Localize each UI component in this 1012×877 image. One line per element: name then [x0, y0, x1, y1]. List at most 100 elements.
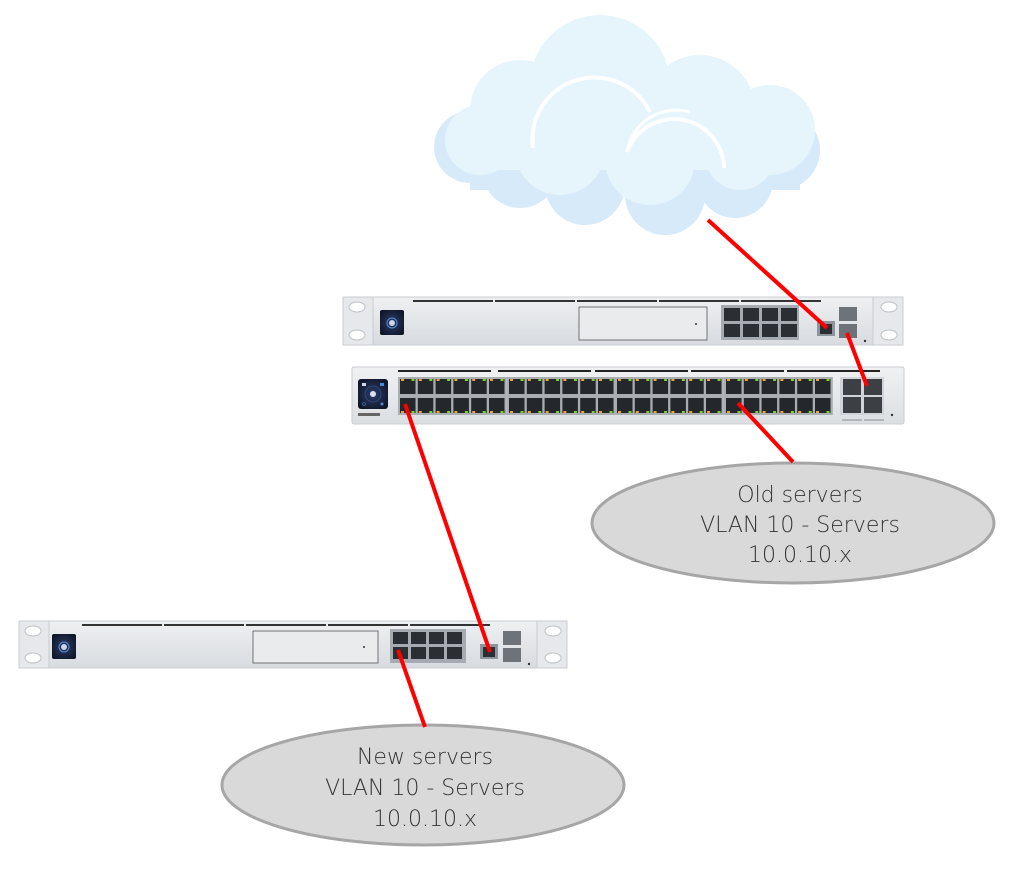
link-udm-top-to-switch[interactable] — [845, 332, 869, 387]
rj45-port[interactable] — [598, 379, 614, 394]
rj45-port[interactable] — [670, 398, 686, 413]
sfp-port-1[interactable] — [503, 631, 521, 645]
port-led-icon — [707, 411, 710, 413]
rj45-port[interactable] — [562, 379, 578, 394]
link-switch-to-old-servers[interactable] — [736, 401, 795, 464]
port-led-icon — [510, 411, 513, 413]
sfp-port-1[interactable] — [839, 307, 857, 321]
port-led-icon — [609, 411, 613, 413]
port-led-icon — [826, 411, 830, 413]
sfp-port[interactable] — [843, 379, 861, 395]
port-led-icon — [762, 411, 766, 413]
rj45-port[interactable] — [652, 379, 669, 394]
port-led-icon — [418, 379, 422, 381]
port-led-icon — [727, 379, 730, 381]
rj45-port[interactable] — [526, 379, 543, 394]
udm-pro-bottom[interactable] — [18, 620, 568, 669]
port-led-icon — [681, 379, 685, 381]
rj45-port[interactable] — [743, 398, 760, 413]
rj45-port[interactable] — [670, 379, 686, 394]
port-led-icon — [646, 411, 650, 413]
rj45-port[interactable] — [598, 398, 614, 413]
rj45-port[interactable] — [815, 379, 831, 394]
link-internet-to-udm-top[interactable] — [706, 218, 829, 330]
rj45-port[interactable] — [743, 379, 760, 394]
sfp-port-2[interactable] — [503, 648, 521, 662]
rj45-port[interactable] — [471, 379, 487, 394]
rj45-port[interactable] — [509, 379, 525, 394]
rj45-port[interactable] — [544, 379, 561, 394]
port-led-icon — [429, 411, 433, 413]
port-led-icon — [727, 411, 730, 413]
rj45-port[interactable] — [544, 398, 561, 413]
link-udm-bottom-to-new-servers[interactable] — [396, 649, 427, 728]
rj45-port[interactable] — [617, 398, 633, 413]
rj45-port[interactable] — [726, 398, 742, 413]
rj45-port[interactable] — [797, 398, 813, 413]
rj45-port[interactable] — [435, 379, 452, 394]
port-led-icon — [755, 379, 759, 381]
port-led-icon — [454, 379, 458, 381]
rj45-port[interactable] — [489, 398, 505, 413]
rj45-port[interactable] — [797, 379, 813, 394]
port-led-icon — [689, 411, 693, 413]
rj45-port[interactable] — [489, 379, 505, 394]
rj45-port[interactable] — [580, 398, 596, 413]
port-led-icon — [538, 379, 542, 381]
rj45-port[interactable] — [761, 398, 778, 413]
port-led-icon — [411, 379, 415, 381]
rj45-port[interactable] — [453, 398, 469, 413]
rj45-port[interactable] — [688, 379, 704, 394]
rj45-port[interactable] — [761, 379, 778, 394]
sfp-port[interactable] — [864, 379, 882, 395]
rj45-port[interactable] — [706, 398, 722, 413]
rj45-port[interactable] — [453, 379, 469, 394]
port-led-icon — [816, 411, 819, 413]
rj45-port[interactable] — [634, 379, 651, 394]
rj45-port[interactable] — [417, 379, 434, 394]
rj45-port[interactable] — [417, 398, 434, 413]
rj45-port[interactable] — [400, 379, 416, 394]
new-servers-node[interactable]: New servers VLAN 10 - Servers 10.0.10.x — [220, 723, 626, 847]
rj45-port[interactable] — [634, 398, 651, 413]
port-led-icon — [563, 379, 567, 381]
rj45-port[interactable] — [617, 379, 633, 394]
rj45-port[interactable] — [435, 398, 452, 413]
port-led-icon — [401, 411, 404, 413]
cloud-icon — [434, 15, 820, 235]
touchscreen-display[interactable] — [380, 310, 404, 335]
drive-bay[interactable] — [578, 306, 708, 341]
drive-bay[interactable] — [252, 630, 379, 664]
port-led-icon — [411, 411, 415, 413]
touchscreen-display[interactable] — [358, 379, 388, 409]
link-switch-to-udm-bottom[interactable] — [403, 403, 492, 653]
rj45-port[interactable] — [526, 398, 543, 413]
port-led-icon — [418, 411, 422, 413]
sfp-port[interactable] — [864, 397, 882, 413]
port-led-icon — [816, 379, 819, 381]
rj45-port[interactable] — [652, 398, 669, 413]
port-led-icon — [545, 411, 549, 413]
rj45-port[interactable] — [471, 398, 487, 413]
rj45-port[interactable] — [562, 398, 578, 413]
rj45-port[interactable] — [779, 398, 795, 413]
rj45-port[interactable] — [509, 398, 525, 413]
port-led-icon — [628, 411, 632, 413]
rj45-port[interactable] — [580, 379, 596, 394]
touchscreen-display[interactable] — [52, 634, 76, 659]
old-servers-subnet: 10.0.10.x — [748, 543, 852, 568]
rj45-port[interactable] — [815, 398, 831, 413]
rj45-port[interactable] — [779, 379, 795, 394]
port-led-icon — [744, 379, 748, 381]
port-led-icon — [401, 379, 404, 381]
port-led-icon — [635, 411, 639, 413]
rj45-port[interactable] — [726, 379, 742, 394]
sfp-port[interactable] — [843, 397, 861, 413]
port-led-icon — [790, 379, 794, 381]
sfp-port-2[interactable] — [839, 324, 857, 338]
rj45-port[interactable] — [706, 379, 722, 394]
old-servers-node[interactable]: Old servers VLAN 10 - Servers 10.0.10.x — [590, 461, 996, 585]
rj45-port[interactable] — [400, 398, 416, 413]
usw-pro-48-switch[interactable] — [351, 366, 905, 425]
rj45-port[interactable] — [688, 398, 704, 413]
